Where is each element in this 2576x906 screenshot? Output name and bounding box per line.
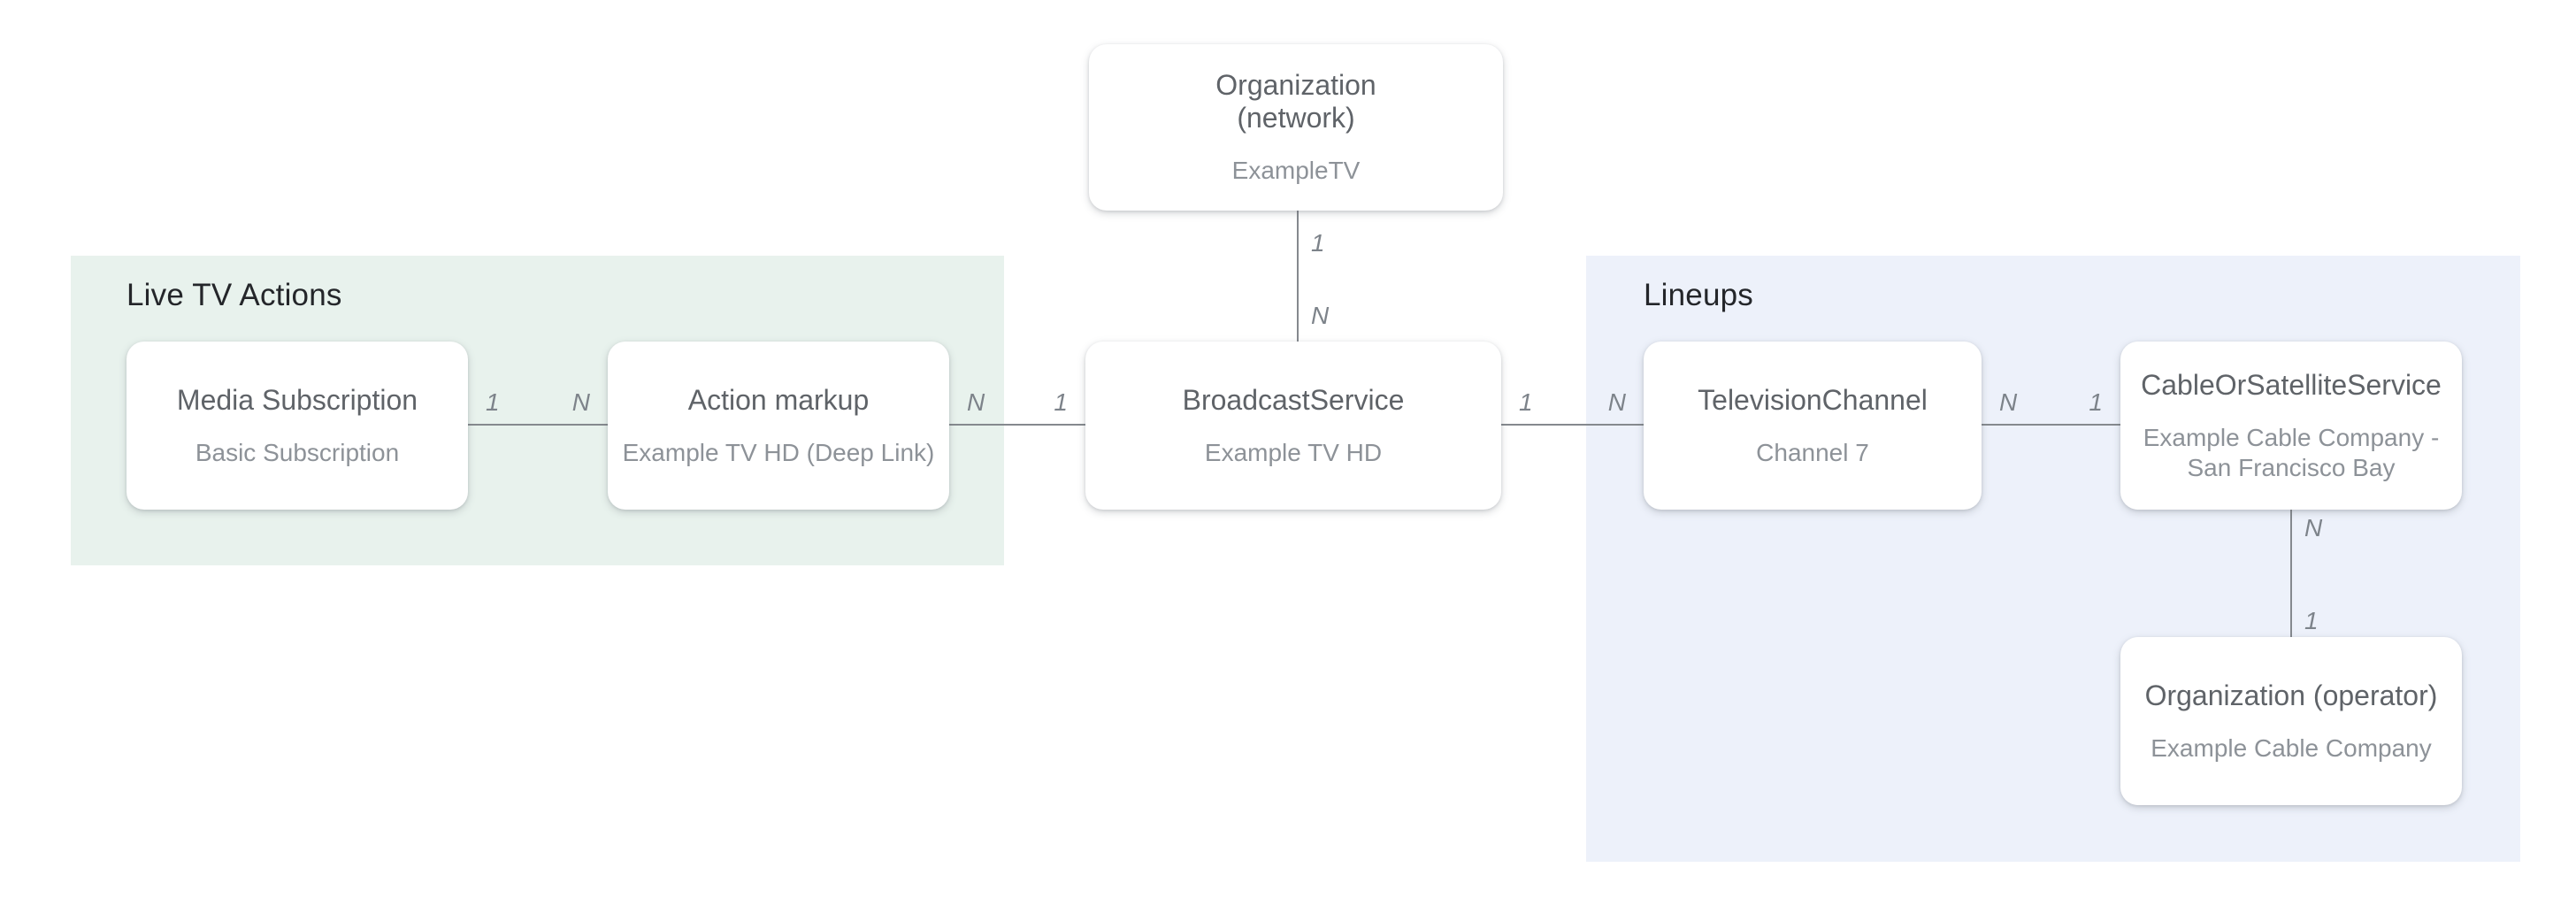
node-title: CableOrSatelliteService [2141,368,2442,401]
node-organization-operator: Organization (operator) Example Cable Co… [2120,637,2462,805]
node-title: Action markup [687,383,870,416]
node-media-subscription: Media Subscription Basic Subscription [126,342,468,510]
node-subtitle: Example Cable Company [2150,733,2432,762]
node-organization-network: Organization (network) ExampleTV [1089,44,1503,211]
cardinality-label: N [967,388,985,416]
edge-television-channel-to-cable-or-satellite-service: N 1 [1982,388,2120,426]
node-subtitle: Example Cable Company - San Francisco Ba… [2143,423,2440,481]
node-subtitle: Channel 7 [1756,438,1869,466]
node-subtitle: Basic Subscription [195,438,400,466]
edge-media-subscription-to-action-markup: 1 N [468,388,608,426]
node-subtitle: Example TV HD (Deep Link) [622,438,935,466]
edge-action-markup-to-broadcast-service: N 1 [949,388,1085,426]
node-subtitle: ExampleTV [1231,157,1361,184]
node-subtitle: Example TV HD [1204,438,1383,466]
cardinality-label: N [1999,388,2018,416]
cardinality-label: N [1607,388,1626,416]
node-broadcast-service: BroadcastService Example TV HD [1085,342,1501,510]
cardinality-label: N [1311,302,1330,329]
node-action-markup: Action markup Example TV HD (Deep Link) [608,342,949,510]
cardinality-label: 1 [2304,607,2319,634]
node-television-channel: TelevisionChannel Channel 7 [1644,342,1982,510]
edge-org-network-to-broadcast-service: 1 N [1297,211,1329,342]
cardinality-label: 1 [2089,388,2103,416]
node-title: Organization (operator) [2144,679,2438,711]
cardinality-label: 1 [1311,229,1325,257]
node-title: Organization (network) [1215,69,1376,134]
region-live-tv-actions-heading: Live TV Actions [126,278,342,312]
cardinality-label: 1 [1519,388,1533,416]
edge-cable-or-satellite-service-to-org-operator: N 1 [2290,510,2322,637]
node-title: Media Subscription [176,383,418,416]
cardinality-label: N [2304,514,2323,541]
edge-broadcast-service-to-television-channel: 1 N [1501,388,1644,426]
cardinality-label: 1 [486,388,500,416]
node-cable-or-satellite-service: CableOrSatelliteService Example Cable Co… [2120,342,2462,510]
cardinality-label: 1 [1054,388,1068,416]
node-title: TelevisionChannel [1698,383,1928,416]
cardinality-label: N [571,388,590,416]
region-lineups-heading: Lineups [1644,278,1754,312]
node-title: BroadcastService [1182,383,1405,416]
